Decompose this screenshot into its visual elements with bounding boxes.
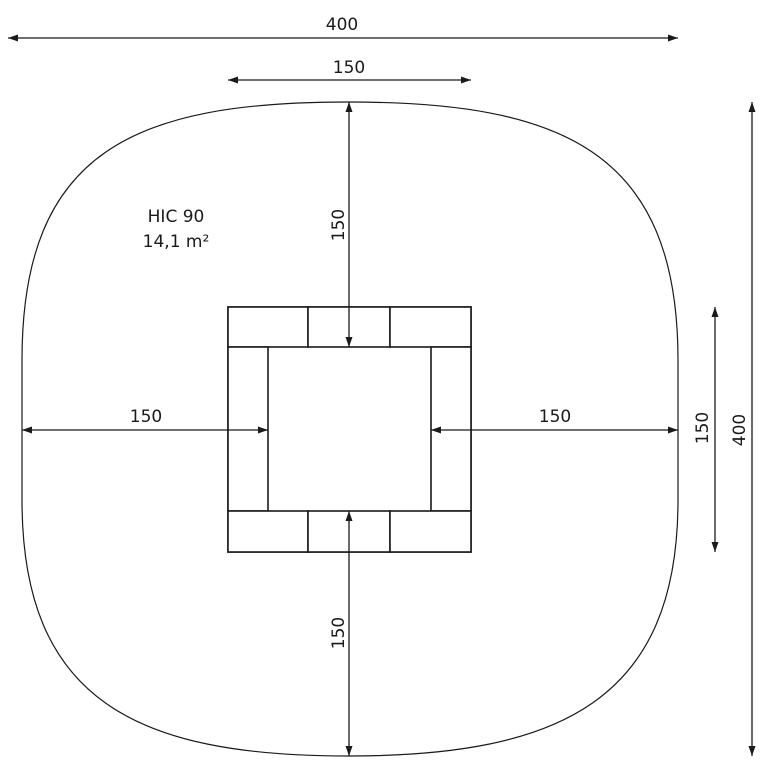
left-beam xyxy=(227,346,269,512)
right-clearance-label: 150 xyxy=(539,407,571,427)
impact-area-outline xyxy=(21,101,679,757)
left-clearance-label: 150 xyxy=(130,407,162,427)
overall-width-label: 400 xyxy=(326,15,358,35)
bottom-left-beam xyxy=(227,510,309,553)
top-clearance-width-label: 150 xyxy=(333,58,365,78)
impact-area-size-label: 14,1 m² xyxy=(143,232,210,252)
overall-depth-label: 400 xyxy=(730,414,750,446)
bottom-clearance-label: 150 xyxy=(329,617,349,649)
hic-label: HIC 90 xyxy=(148,207,205,227)
bottom-right-beam xyxy=(389,510,472,553)
top-right-beam xyxy=(389,306,472,348)
right-beam xyxy=(430,346,472,512)
top-left-beam xyxy=(227,306,309,348)
top-clearance-depth-label: 150 xyxy=(329,209,349,241)
equipment-depth-label: 150 xyxy=(693,412,713,444)
